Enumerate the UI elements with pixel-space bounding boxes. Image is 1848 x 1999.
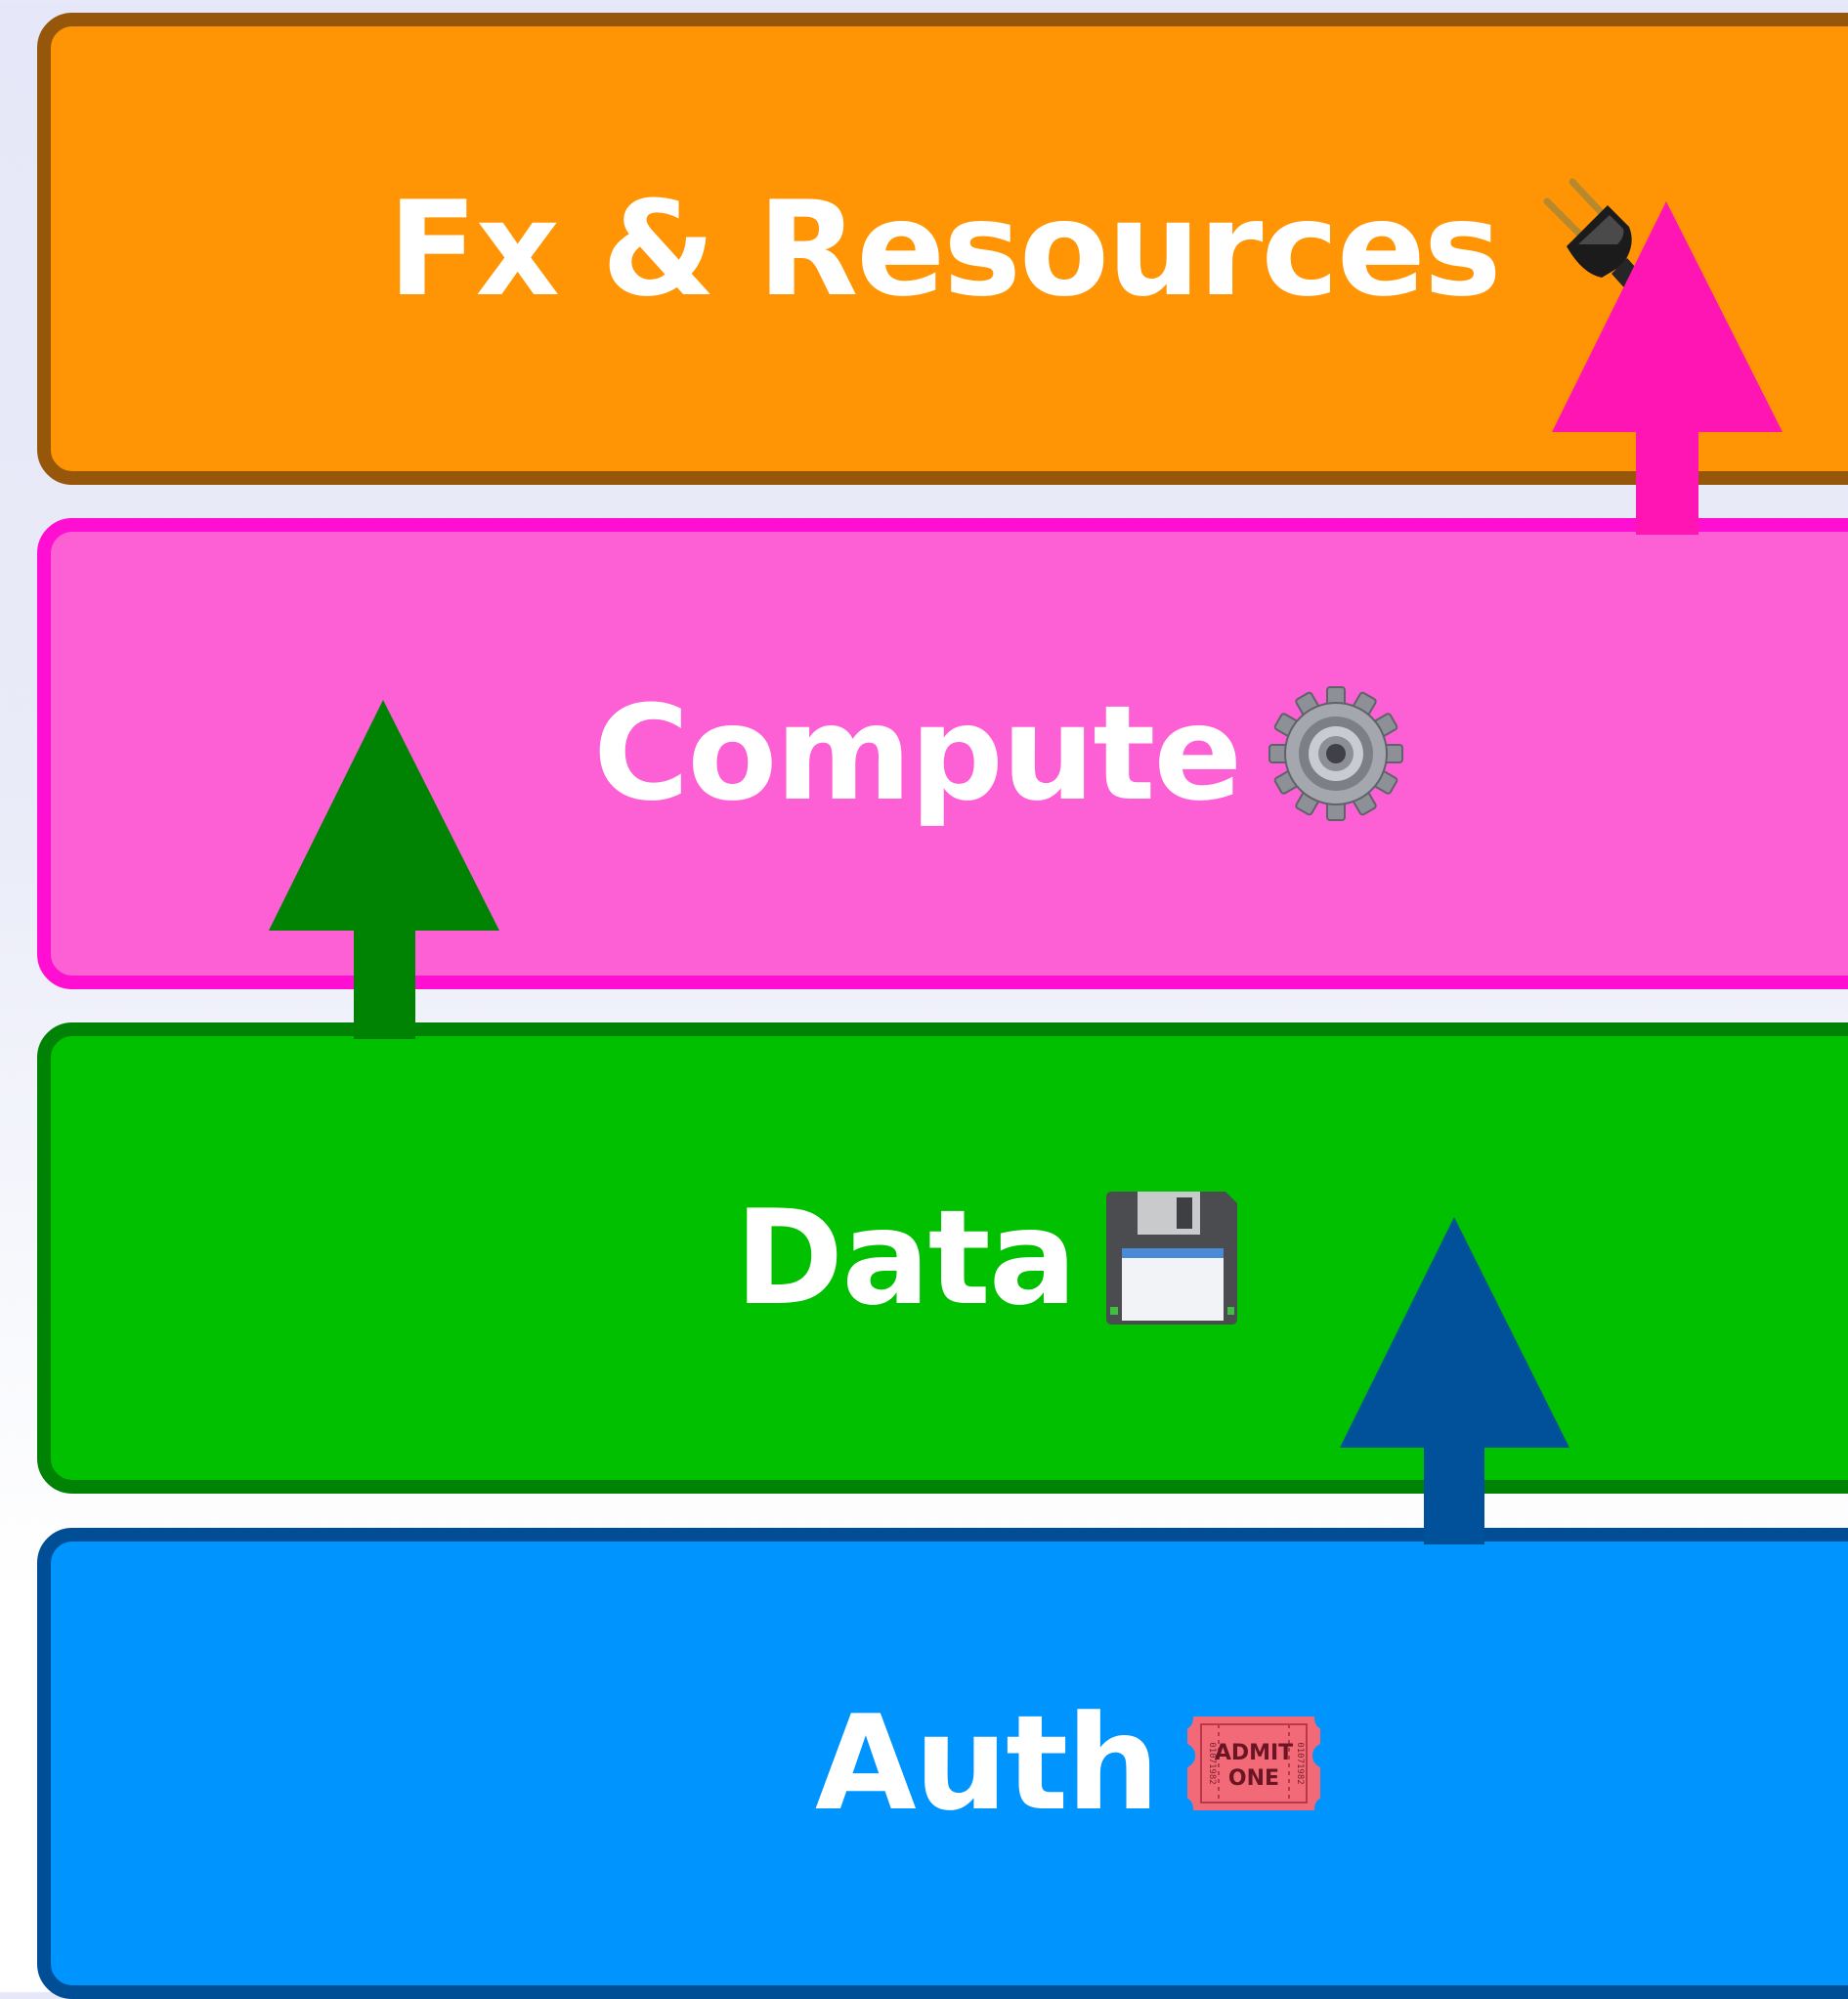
ticket-one-text: ONE [1227,1766,1278,1791]
ticket-serial-left: 01071982 [1207,1742,1217,1784]
gear-icon [1268,686,1404,821]
layer-fx-resources: Fx & Resources [37,13,1848,485]
admit-one-ticket-icon: 01071982 01071982 ADMIT ONE [1186,1717,1320,1810]
layer-label-auth: Auth [815,1687,1160,1840]
layer-data: Data [37,1022,1848,1494]
plug-icon [1543,178,1670,319]
floppy-disk-icon [1106,1192,1238,1325]
layer-label-fx-resources: Fx & Resources [388,172,1502,326]
layer-label-compute: Compute [593,677,1242,830]
ticket-serial-right: 01071982 [1295,1742,1305,1784]
layer-auth: Auth 01071982 01071982 ADMIT ONE [37,1528,1848,1999]
ticket-admit-text: ADMIT [1214,1741,1292,1765]
layer-compute: Compute [37,518,1848,989]
layer-label-data: Data [735,1182,1077,1334]
